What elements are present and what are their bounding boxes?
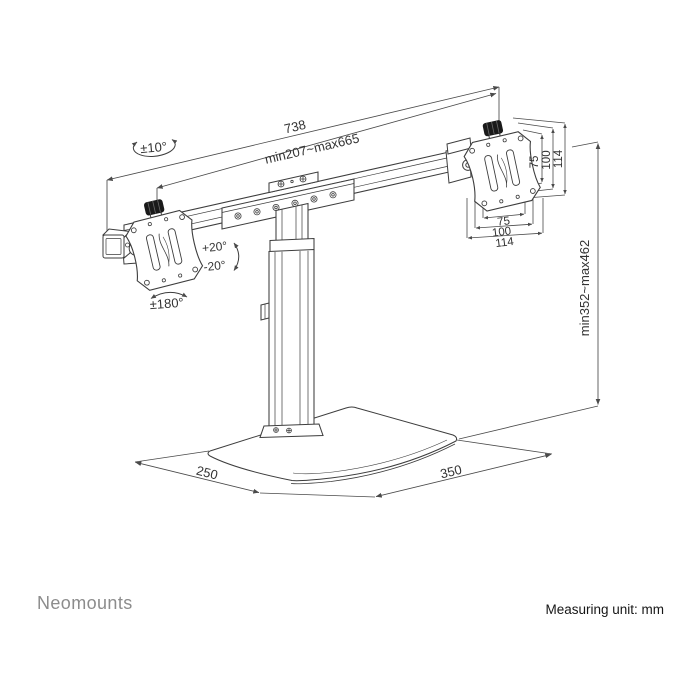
height-dimension [458, 141, 601, 440]
extension-line [571, 141, 599, 148]
label-rotate: ±180° [149, 295, 184, 312]
label-bar-range: min207~max665 [263, 130, 360, 166]
rail-screw-holes [234, 191, 337, 220]
extension-line [458, 405, 599, 440]
label-vesa-h-114: 114 [495, 236, 515, 250]
center-pole [259, 202, 324, 439]
extension-line [456, 439, 553, 455]
dim-line-range [156, 92, 497, 189]
label-vesa-h-100: 100 [491, 225, 512, 239]
front-rail [221, 178, 355, 230]
crossbar [123, 149, 459, 246]
swivel-arrow [131, 139, 178, 157]
top-dimension-lines [106, 85, 500, 232]
rotate-arrow [150, 291, 188, 299]
label-bar-total: 738 [283, 117, 308, 136]
outer-column [268, 248, 315, 428]
label-swivel: ±10° [140, 139, 168, 156]
label-base-width: 350 [439, 462, 464, 482]
label-base-depth: 250 [195, 463, 220, 483]
label-vesa-h-75: 75 [497, 215, 511, 228]
label-height-range: min352~max462 [577, 240, 592, 336]
brand-logo: Neomounts [37, 593, 133, 613]
label-vesa-v-114: 114 [553, 149, 565, 168]
measuring-unit-note: Measuring unit: mm [545, 602, 664, 617]
extension-line [259, 492, 376, 498]
footprint-dimensions [134, 439, 553, 498]
extension-line [466, 198, 544, 238]
base-plate [207, 406, 458, 485]
tilt-arrow [233, 242, 240, 271]
dim-line-250 [135, 461, 260, 494]
left-vesa-plate [118, 192, 206, 294]
label-tilt-up: +20° [201, 239, 228, 256]
label-tilt-down: -20° [203, 258, 227, 274]
inner-pole [275, 202, 309, 243]
label-vesa-v-100: 100 [541, 150, 553, 169]
end-cap-front [102, 234, 125, 259]
rotation-annotations [131, 139, 240, 299]
label-vesa-v-75: 75 [529, 156, 541, 169]
extension-line [134, 450, 210, 463]
dim-line-350 [375, 453, 552, 498]
